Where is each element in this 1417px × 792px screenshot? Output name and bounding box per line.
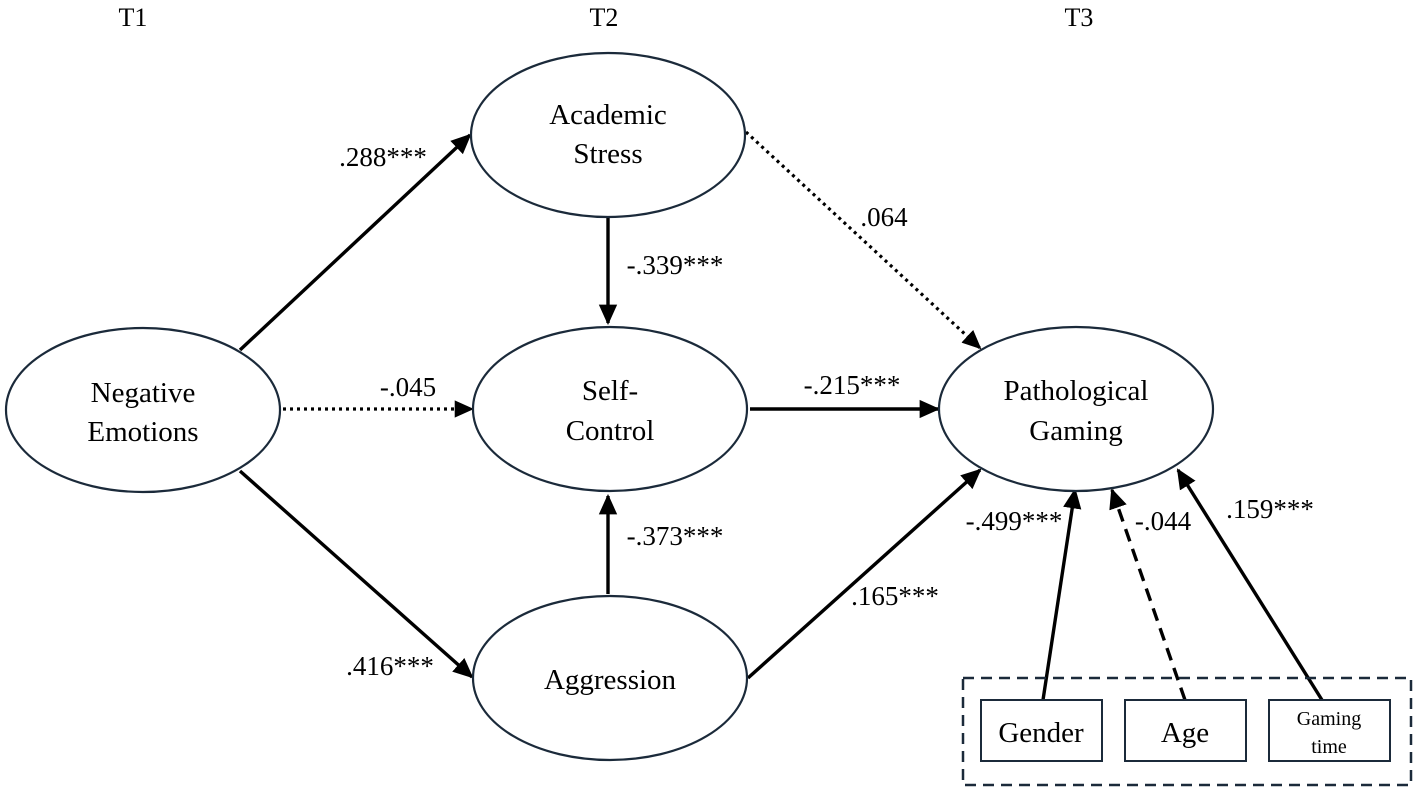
node-pathological-gaming-line-1: Pathological (1004, 375, 1149, 407)
time-label-t3: T3 (1065, 3, 1094, 32)
node-academic-stress-line-1: Academic (549, 99, 667, 131)
coef-ne-ag: .416*** (346, 651, 434, 681)
node-academic-stress-line-2: Stress (573, 138, 642, 170)
node-negative-emotions-line-1: Negative (91, 377, 196, 409)
node-academic-stress: Academic Stress (469, 51, 747, 219)
control-variables-frame (961, 676, 1413, 787)
coef-sc-pg: -.215*** (804, 370, 901, 400)
control-age: Age (1124, 699, 1247, 762)
node-aggression: Aggression (471, 594, 749, 762)
time-labels: T1 T2 T3 (119, 3, 1094, 32)
control-gaming-time-line-1: Gaming (1297, 708, 1361, 730)
node-self-control-line-2: Control (566, 415, 655, 447)
path-coefficients: .288*** -.045 .416*** -.339*** -.373*** … (339, 142, 1314, 681)
path-ne-as (238, 133, 472, 352)
path-ag-pg (746, 468, 982, 680)
coef-as-pg: .064 (860, 202, 908, 232)
node-aggression-line-1: Aggression (544, 664, 677, 696)
control-gaming-time: Gaming time (1268, 699, 1391, 762)
time-label-t1: T1 (119, 3, 148, 32)
node-negative-emotions: Negative Emotions (4, 326, 282, 494)
coef-ag-sc: -.373*** (627, 521, 724, 551)
path-as-pg (744, 130, 982, 350)
node-pathological-gaming-line-2: Gaming (1029, 415, 1122, 447)
coef-as-sc: -.339*** (627, 250, 724, 280)
path-age-pg (1109, 488, 1187, 701)
coef-age-pg: -.044 (1135, 506, 1192, 536)
node-self-control: Self- Control (471, 325, 749, 493)
path-arrows (238, 130, 1324, 701)
control-gender-label: Gender (998, 717, 1084, 749)
node-negative-emotions-line-2: Emotions (87, 416, 198, 448)
time-label-t2: T2 (590, 3, 619, 32)
coef-ag-pg: .165*** (851, 581, 939, 611)
path-ne-ag (238, 469, 474, 679)
path-gt-pg (1176, 468, 1324, 701)
coef-ne-sc: -.045 (380, 372, 436, 402)
coef-gt-pg: .159*** (1226, 494, 1314, 524)
control-gender: Gender (980, 699, 1103, 762)
path-gender-pg (1041, 487, 1082, 701)
control-age-label: Age (1161, 717, 1209, 749)
coef-ne-as: .288*** (339, 142, 427, 172)
control-gaming-time-line-2: time (1311, 736, 1347, 758)
node-self-control-line-1: Self- (582, 375, 638, 407)
coef-gender-pg: -.499*** (966, 506, 1063, 536)
node-pathological-gaming: Pathological Gaming (937, 325, 1215, 493)
